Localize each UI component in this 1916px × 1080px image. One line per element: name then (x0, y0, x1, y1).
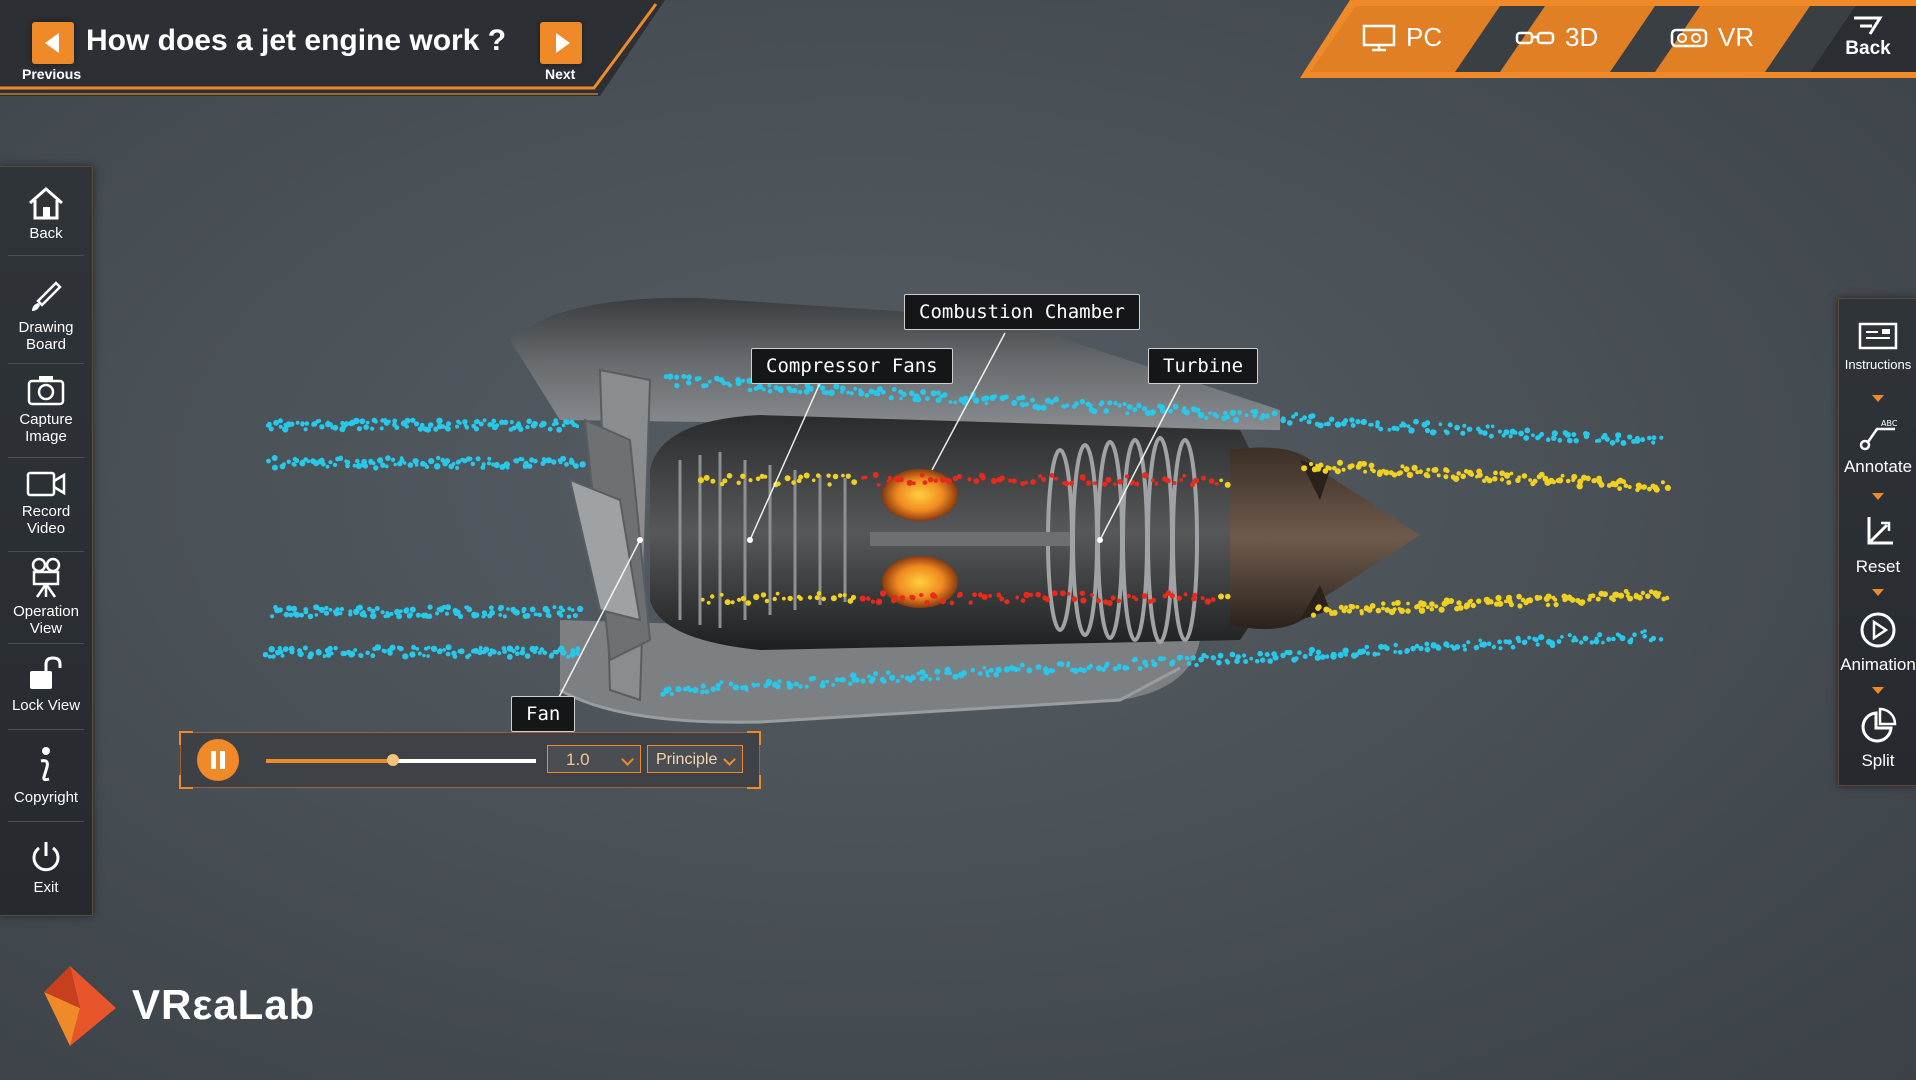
info-icon (40, 747, 50, 782)
mode-select[interactable]: Principle (647, 745, 743, 773)
mode-vr-label: VR (1718, 22, 1755, 52)
previous-label[interactable]: Previous (22, 66, 82, 82)
split-label: Split (1861, 751, 1895, 770)
exit-button[interactable]: Exit (0, 839, 92, 896)
video-camera-icon (26, 471, 66, 497)
record-video-label: Record Video (21, 503, 71, 537)
lock-view-label: Lock View (11, 697, 81, 714)
logo-text: VRεaLab (132, 981, 316, 1028)
lock-view-button[interactable]: Lock View (0, 655, 92, 714)
vrealab-logo-icon (44, 966, 116, 1046)
split-button[interactable]: Split (1839, 707, 1916, 771)
annotate-label: Annotate (1843, 457, 1913, 476)
pause-icon (211, 751, 216, 769)
exit-label: Exit (33, 879, 59, 896)
mode-3d-button[interactable]: 3D (1515, 22, 1598, 53)
operation-view-label: Operation View (13, 603, 79, 637)
brush-icon (32, 281, 62, 311)
mode-pc-button[interactable]: PC (1362, 22, 1442, 53)
instructions-icon (1858, 322, 1898, 350)
vr-headset-icon (1670, 28, 1708, 47)
right-toolbar: Instructions ABC Annotate Reset Animatio… (1838, 298, 1916, 786)
drawing-board-button[interactable]: Drawing Board (0, 279, 92, 353)
arrow-right-icon (555, 33, 570, 53)
power-icon (32, 842, 60, 872)
top-back-button[interactable]: Back (1828, 14, 1908, 60)
svg-text:ABC: ABC (1881, 419, 1898, 428)
unlock-icon (30, 656, 62, 689)
page-title: How does a jet engine work ? (86, 24, 507, 57)
annotate-button[interactable]: ABC Annotate (1839, 417, 1916, 477)
next-label[interactable]: Next (545, 66, 576, 82)
view-mode-bar: PC 3D VR Back (1300, 0, 1916, 78)
pause-button[interactable] (197, 739, 239, 781)
left-toolbar: Back Drawing Board Capture Image Record … (0, 166, 93, 916)
callout-combustion-chamber[interactable]: Combustion Chamber (904, 294, 1140, 330)
copyright-button[interactable]: Copyright (0, 745, 92, 806)
reset-axes-icon (1867, 517, 1893, 545)
top-back-label: Back (1845, 38, 1891, 59)
speed-select[interactable]: 1.0 (547, 745, 641, 773)
mode-vr-button[interactable]: VR (1670, 22, 1754, 53)
mode-3d-label: 3D (1565, 22, 1599, 52)
reset-button[interactable]: Reset (1839, 513, 1916, 577)
animation-button[interactable]: Animation (1839, 611, 1916, 675)
capture-image-label: Capture Image (19, 411, 73, 445)
mode-pc-label: PC (1406, 22, 1443, 52)
annotate-icon: ABC (1859, 419, 1898, 451)
mode-value: Principle (656, 751, 718, 768)
camera-icon (27, 376, 65, 406)
callout-compressor-fans[interactable]: Compressor Fans (751, 348, 953, 384)
toolbar-back-label: Back (29, 225, 63, 242)
monitor-icon (1362, 24, 1396, 51)
chevron-down-icon (621, 753, 634, 766)
chevron-down-icon (723, 753, 736, 766)
vrealab-logo: VRεaLab (40, 962, 315, 1048)
previous-button[interactable] (32, 22, 74, 64)
back-arrow-icon (1854, 16, 1883, 35)
slider-handle[interactable] (386, 754, 399, 766)
toolbar-back-button[interactable]: Back (0, 185, 92, 242)
pie-split-icon (1861, 707, 1897, 743)
arrow-left-icon (44, 33, 59, 53)
callout-fan[interactable]: Fan (511, 696, 576, 732)
speed-value: 1.0 (566, 750, 590, 769)
progress-slider[interactable] (266, 754, 536, 766)
3d-glasses-icon (1515, 31, 1555, 44)
callout-turbine[interactable]: Turbine (1148, 348, 1259, 384)
play-circle-icon (1860, 612, 1896, 648)
home-icon (29, 187, 63, 220)
drawing-board-label: Drawing Board (18, 319, 74, 353)
next-button[interactable] (540, 22, 582, 64)
copyright-label: Copyright (13, 789, 79, 806)
animation-label: Animation (1840, 655, 1916, 674)
record-video-button[interactable]: Record Video (0, 469, 92, 537)
animation-player: 1.0 Principle (179, 731, 761, 789)
airflow-particles (262, 373, 1671, 697)
lesson-header: Previous How does a jet engine work ? Ne… (0, 0, 665, 96)
instructions-button[interactable]: Instructions (1839, 321, 1916, 372)
capture-image-button[interactable]: Capture Image (0, 373, 92, 445)
instructions-label: Instructions (1844, 357, 1912, 372)
operation-view-button[interactable]: Operation View (0, 557, 92, 637)
operator-camera-icon (31, 557, 61, 598)
reset-label: Reset (1855, 557, 1901, 576)
